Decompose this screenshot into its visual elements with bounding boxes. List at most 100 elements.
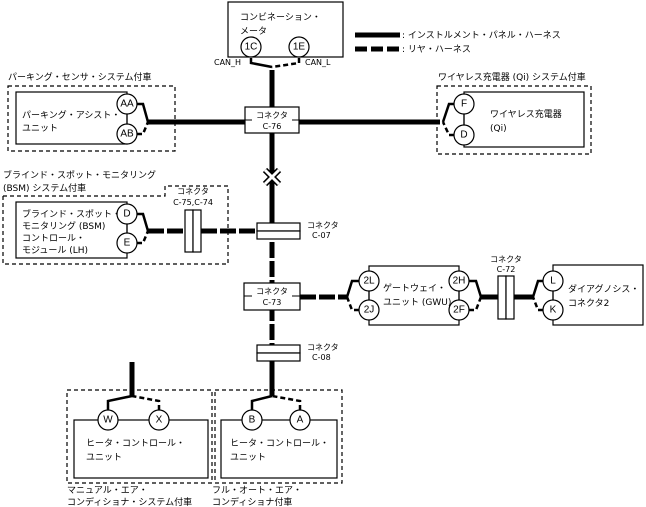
diag-unit-name-1: ダイアグノシス・ — [568, 283, 639, 295]
pin-d-bsm-label: D — [123, 209, 130, 220]
disconnect-x-icon — [262, 167, 282, 187]
connector-c72-label: コネクタ — [490, 255, 522, 264]
connector-c07-bottom — [256, 230, 301, 240]
connector-c72-left — [497, 275, 507, 320]
pin-2h-label: 2H — [453, 276, 466, 287]
connector-c07-id: C-07 — [312, 231, 331, 240]
connector-c72-right — [505, 275, 515, 320]
wire-auto-a — [271, 394, 302, 410]
wire-bsm-e — [137, 230, 150, 245]
wire-manual-x — [131, 394, 161, 410]
combination-meter-title-1: コンビネーション・ — [240, 12, 321, 23]
pin-ab — [116, 123, 138, 145]
pin-a-label: A — [297, 415, 304, 426]
pin-l — [542, 270, 564, 292]
connector-c07-top — [256, 222, 301, 232]
bsm-unit-name-1: ブラインド・スポット・ — [22, 208, 121, 220]
connector-c07-label: コネクタ — [307, 221, 339, 230]
connector-c76-label: コネクタ — [256, 111, 288, 120]
bsm-group-label-1: ブラインド・スポット・モニタリング — [3, 169, 156, 181]
pin-ab-label: AB — [120, 129, 134, 140]
connector-c08-top — [256, 344, 301, 354]
connector-c76-id: C-76 — [263, 122, 282, 131]
pin-k — [542, 299, 564, 321]
pin-2j — [358, 299, 380, 321]
pin-2f-label: 2F — [453, 305, 465, 316]
wire-gwu-2l — [345, 279, 359, 298]
wire-bsm-d — [137, 212, 150, 232]
gateway-unit-name-2: ユニット (GWU) — [383, 298, 451, 308]
auto-ac-group-frame — [214, 389, 343, 484]
wire-gwu-2h — [469, 279, 483, 298]
wireless-group-label: ワイヤレス充電器 (Qi) システム付車 — [438, 71, 586, 83]
connector-c08-id: C-08 — [312, 353, 331, 362]
legend-rear-harness-label: : リヤ・ハーネス — [402, 44, 471, 55]
bsm-module-box — [15, 201, 128, 259]
connector-c75-c74-id: C-75,C-74 — [173, 198, 213, 207]
bsm-unit-name-4: モジュール (LH) — [22, 246, 88, 256]
auto-heater-control-box — [220, 419, 338, 479]
connector-c73 — [243, 282, 301, 311]
pin-l-label: L — [550, 276, 556, 287]
pin-1e — [288, 36, 310, 58]
wire-manual-w — [106, 394, 133, 410]
bsm-group-frame — [2, 185, 229, 265]
pin-w — [97, 409, 119, 431]
pin-1e-label: 1E — [293, 42, 306, 53]
wire-can-h-meter — [249, 58, 273, 69]
wire-parking-ab — [137, 121, 150, 136]
connector-c08-label: コネクタ — [307, 343, 339, 352]
combination-meter-title-2: メータ — [240, 26, 267, 37]
pin-2l-label: 2L — [363, 276, 375, 287]
wire-auto-b — [250, 394, 273, 410]
wire-can-l-meter — [271, 58, 301, 69]
manual-ac-group-label-1: マニュアル・エア・ — [67, 486, 148, 496]
connector-c74 — [192, 209, 202, 253]
wireless-unit-name-2: (Qi) — [490, 124, 507, 134]
can-l-label: CAN_L — [305, 58, 331, 67]
pin-f-label: F — [461, 99, 467, 110]
bsm-unit-name-2: モニタリング (BSM) — [22, 220, 105, 232]
auto-ac-group-label-1: フル・オート・エア・ — [212, 485, 302, 496]
bsm-unit-name-3: コントロール・ — [22, 234, 85, 244]
pin-b-label: B — [249, 415, 256, 426]
wire-wireless-f — [441, 102, 454, 123]
pin-w-label: W — [103, 415, 113, 426]
wire-diag-l — [531, 279, 543, 298]
pin-a — [289, 409, 311, 431]
auto-ac-group-label-2: コンディショナ付車 — [212, 496, 292, 507]
pin-d-wireless — [453, 124, 475, 146]
pin-e-bsm — [116, 232, 138, 254]
manual-heater-control-box — [73, 419, 209, 479]
bsm-group-label-2: (BSM) システム付車 — [3, 182, 86, 194]
pin-x — [148, 409, 170, 431]
pin-e-bsm-label: E — [124, 238, 131, 249]
diag-unit-name-2: コネクタ2 — [568, 298, 609, 309]
connector-c75 — [184, 209, 194, 253]
wireless-unit-name-1: ワイヤレス充電器 — [490, 108, 562, 120]
pin-d-wireless-label: D — [460, 130, 467, 141]
pin-2l — [358, 270, 380, 292]
diagnosis-connector-box — [552, 264, 644, 326]
manual-unit-name-2: ユニット — [86, 453, 122, 463]
connector-c72-id: C-72 — [497, 265, 516, 274]
pin-2j-label: 2J — [364, 305, 375, 316]
wireless-charger-box — [463, 91, 585, 148]
connector-c08-bottom — [256, 352, 301, 362]
wire-wireless-d — [441, 121, 454, 137]
parking-unit-name-1: パーキング・アシスト・ — [22, 109, 120, 121]
pin-x-label: X — [156, 415, 163, 426]
pin-b — [241, 409, 263, 431]
auto-unit-name-2: ユニット — [230, 453, 266, 463]
parking-group-label: パーキング・センサ・システム付車 — [8, 71, 151, 83]
wire-gwu-2j — [345, 296, 359, 312]
pin-f — [453, 93, 475, 115]
gateway-unit-name-1: ゲートウェイ・ — [383, 282, 446, 294]
pin-1c — [240, 36, 262, 58]
parking-assist-unit-box — [15, 91, 128, 145]
pin-d-bsm — [116, 203, 138, 225]
gateway-unit-box — [368, 265, 460, 326]
can-h-label: CAN_H — [214, 58, 241, 67]
manual-ac-group-frame — [66, 389, 213, 484]
